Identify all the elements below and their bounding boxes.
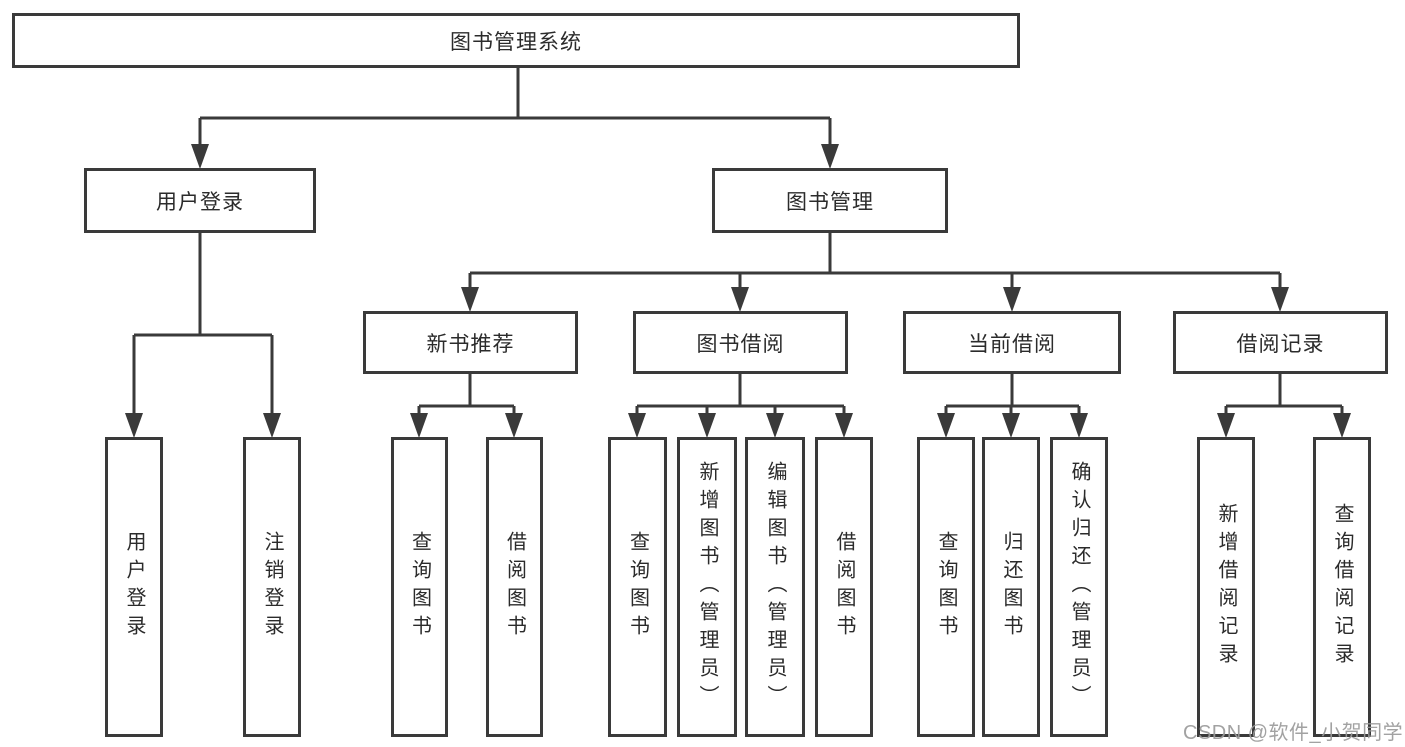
- node-label: 新增借阅记录: [1215, 503, 1237, 671]
- leaf-query-books-recommend: 查询图书: [391, 437, 448, 737]
- node-label: 图书管理系统: [450, 30, 582, 54]
- leaf-edit-books-admin: 编辑图书（管理员）: [745, 437, 805, 737]
- node-label: 用户登录: [156, 190, 244, 214]
- node-label: 借阅记录: [1236, 332, 1325, 356]
- node-new-book-recommendation: 新书推荐: [363, 311, 578, 374]
- leaf-add-borrow-record: 新增借阅记录: [1197, 437, 1255, 737]
- leaf-logout: 注销登录: [243, 437, 301, 737]
- node-label: 借阅图书: [503, 531, 526, 643]
- node-label: 当前借阅: [968, 332, 1056, 356]
- leaf-user-login: 用户登录: [105, 437, 163, 737]
- node-label: 查询图书: [935, 531, 957, 643]
- node-label: 编辑图书（管理员）: [764, 461, 786, 713]
- node-label: 图书管理: [786, 190, 874, 214]
- node-label: 图书借阅: [696, 332, 785, 356]
- node-library-management-system: 图书管理系统: [12, 13, 1020, 68]
- arrowheads: [125, 144, 1351, 438]
- node-label: 注销登录: [261, 531, 283, 643]
- node-label: 新书推荐: [426, 332, 515, 356]
- leaf-borrow-books-recommend: 借阅图书: [486, 437, 543, 737]
- node-label: 查询图书: [408, 531, 431, 643]
- node-current-borrowing: 当前借阅: [903, 311, 1121, 374]
- node-user-login: 用户登录: [84, 168, 316, 233]
- node-label: 确认归还（管理员）: [1068, 461, 1090, 713]
- leaf-return-books: 归还图书: [982, 437, 1040, 737]
- node-label: 用户登录: [123, 531, 145, 643]
- node-label: 借阅图书: [833, 531, 855, 643]
- csdn-watermark: CSDN @软件_小贺同学: [1183, 722, 1404, 744]
- node-label: 查询图书: [626, 531, 649, 643]
- leaf-borrow-books: 借阅图书: [815, 437, 873, 737]
- leaf-query-borrow-record: 查询借阅记录: [1313, 437, 1371, 737]
- node-label: 查询借阅记录: [1331, 503, 1353, 671]
- leaf-query-books-borrowing: 查询图书: [608, 437, 667, 737]
- node-label: 新增图书（管理员）: [696, 461, 718, 713]
- node-book-borrowing: 图书借阅: [633, 311, 848, 374]
- node-label: 归还图书: [1000, 531, 1022, 643]
- node-book-management: 图书管理: [712, 168, 948, 233]
- leaf-query-books-current: 查询图书: [917, 437, 975, 737]
- leaf-add-books-admin: 新增图书（管理员）: [677, 437, 737, 737]
- leaf-confirm-return-admin: 确认归还（管理员）: [1050, 437, 1108, 737]
- node-borrowing-records: 借阅记录: [1173, 311, 1388, 374]
